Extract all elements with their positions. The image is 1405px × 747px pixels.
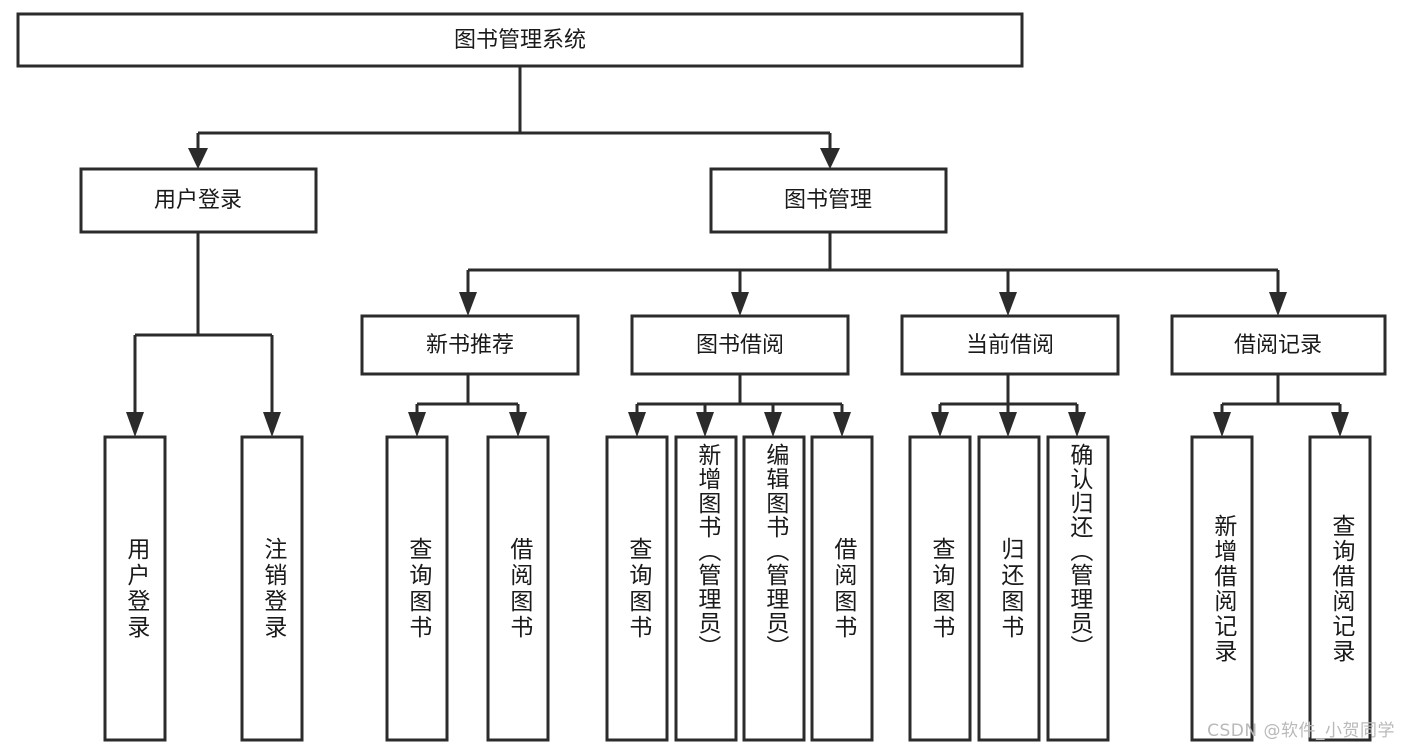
arrowhead-leaf-query-record [1331,412,1349,437]
node-leaf-user-logout-label: 注销登录 [259,536,286,641]
node-new-book-recommend-label: 新书推荐 [426,333,514,358]
node-leaf-add-record[interactable]: 新增借阅记录 [1190,435,1254,742]
node-new-book-recommend[interactable]: 新书推荐 [360,314,580,376]
arrowhead-leaf-query-book-2 [628,412,646,437]
csdn-watermark: CSDN @软件_小贺同学 [1207,721,1395,741]
node-root-label: 图书管理系统 [454,28,586,53]
arrowhead-book-borrow [731,292,749,316]
node-leaf-borrow-book-1[interactable]: 借阅图书 [486,435,550,742]
node-book-borrow-label: 图书借阅 [696,333,784,358]
node-leaf-return-book[interactable]: 归还图书 [977,435,1041,742]
node-leaf-user-login-label: 用户登录 [122,536,149,641]
node-leaf-user-login-box[interactable] [103,435,167,742]
node-leaf-add-book-box[interactable] [674,435,738,742]
arrowhead-leaf-user-logout [263,412,281,437]
arrowhead-leaf-borrow-book-1 [509,412,527,437]
node-leaf-edit-book-box[interactable] [742,435,806,742]
node-leaf-query-book-1-box[interactable] [385,435,449,742]
node-leaf-query-book-2-box[interactable] [605,435,669,742]
node-new-book-recommend-box[interactable] [360,314,580,376]
node-leaf-user-logout[interactable]: 注销登录 [240,435,304,742]
node-leaf-query-book-1-label: 查询图书 [404,536,431,641]
node-user-login[interactable]: 用户登录 [79,167,318,234]
arrowhead-book-manage [820,148,840,169]
node-leaf-add-book-label: 新增图书（管理员） [693,443,720,659]
arrowhead-leaf-query-book-1 [408,412,426,437]
node-leaf-confirm-return-box[interactable] [1046,435,1110,742]
node-leaf-edit-book-label: 编辑图书（管理员） [761,443,788,659]
node-leaf-query-book-3-box[interactable] [908,435,972,742]
node-root[interactable]: 图书管理系统 [16,12,1024,68]
node-user-login-label: 用户登录 [154,188,242,213]
node-book-manage-label: 图书管理 [784,188,872,213]
node-book-manage-box[interactable] [709,167,948,234]
node-leaf-query-book-3-label: 查询图书 [927,536,954,641]
arrowhead-leaf-user-login [126,412,144,437]
node-user-login-box[interactable] [79,167,318,234]
node-borrow-record-box[interactable] [1170,314,1387,376]
node-leaf-return-book-box[interactable] [977,435,1041,742]
node-leaf-borrow-book-1-label: 借阅图书 [505,536,532,641]
node-current-borrow-box[interactable] [900,314,1120,376]
node-leaf-confirm-return-label: 确认归还（管理员） [1065,443,1092,659]
arrowhead-borrow-record [1269,292,1287,316]
arrowhead-leaf-return-book [999,412,1017,437]
node-leaf-edit-book[interactable]: 编辑图书（管理员） [742,435,806,742]
node-leaf-borrow-book-2-box[interactable] [810,435,874,742]
arrowhead-current-borrow [999,292,1017,316]
arrowhead-leaf-confirm-return [1068,412,1086,437]
leaf-group: 用户登录 注销登录 查询图书 [103,435,1372,742]
arrowhead-leaf-query-book-3 [931,412,949,437]
node-leaf-user-login[interactable]: 用户登录 [103,435,167,742]
node-book-borrow[interactable]: 图书借阅 [630,314,850,376]
arrowhead-user-login [188,148,208,169]
node-leaf-borrow-book-1-box[interactable] [486,435,550,742]
node-leaf-add-book[interactable]: 新增图书（管理员） [674,435,738,742]
node-current-borrow[interactable]: 当前借阅 [900,314,1120,376]
node-leaf-query-record[interactable]: 查询借阅记录 [1308,435,1372,742]
node-leaf-query-book-3[interactable]: 查询图书 [908,435,972,742]
node-leaf-query-record-box[interactable] [1308,435,1372,742]
node-leaf-query-book-2-label: 查询图书 [624,536,651,641]
node-leaf-user-logout-box[interactable] [240,435,304,742]
connector-group [126,66,1349,437]
arrowhead-leaf-edit-book [764,412,782,437]
node-leaf-add-record-box[interactable] [1190,435,1254,742]
arrowhead-leaf-borrow-book-2 [833,412,851,437]
node-leaf-query-record-label: 查询借阅记录 [1327,513,1354,664]
node-leaf-return-book-label: 归还图书 [996,536,1023,641]
node-leaf-confirm-return[interactable]: 确认归还（管理员） [1046,435,1110,742]
node-leaf-borrow-book-2[interactable]: 借阅图书 [810,435,874,742]
arrowhead-leaf-add-record [1213,412,1231,437]
node-book-borrow-box[interactable] [630,314,850,376]
node-current-borrow-label: 当前借阅 [966,333,1054,358]
node-leaf-borrow-book-2-label: 借阅图书 [829,536,856,641]
node-borrow-record-label: 借阅记录 [1234,333,1322,358]
arrowhead-new-book-recommend [459,292,477,316]
node-leaf-query-book-2[interactable]: 查询图书 [605,435,669,742]
node-leaf-query-book-1[interactable]: 查询图书 [385,435,449,742]
node-root-box[interactable] [16,12,1024,68]
arrowhead-leaf-add-book [696,412,714,437]
node-borrow-record[interactable]: 借阅记录 [1170,314,1387,376]
node-leaf-add-record-label: 新增借阅记录 [1209,513,1236,664]
node-book-manage[interactable]: 图书管理 [709,167,948,234]
